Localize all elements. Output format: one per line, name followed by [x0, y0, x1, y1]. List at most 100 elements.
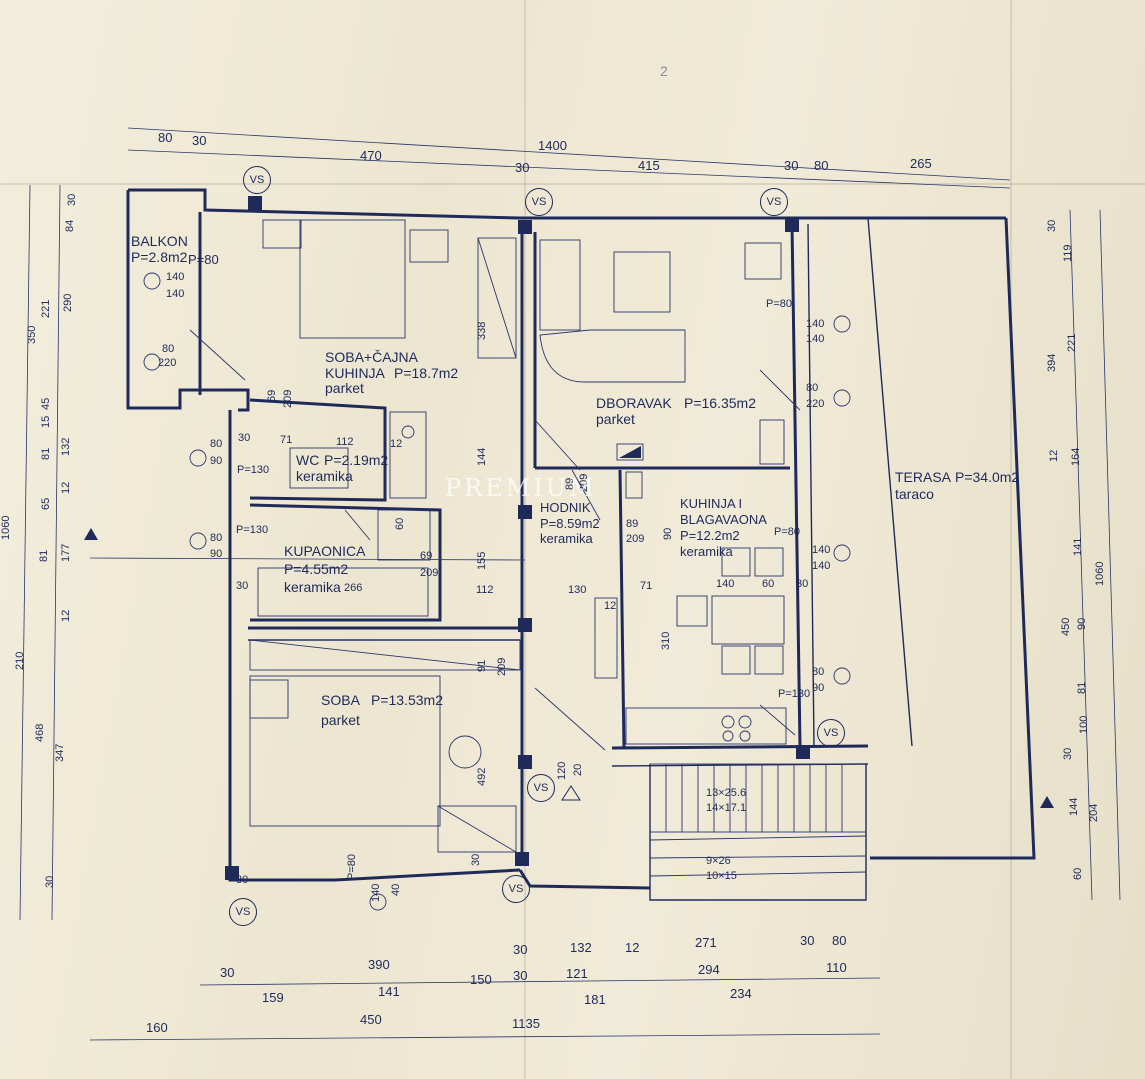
window-symbol — [833, 544, 851, 562]
dim-right: 100 — [1078, 715, 1090, 734]
sink-bowl — [401, 425, 415, 439]
nightstand-soba — [249, 679, 289, 719]
opening-label: 120 — [556, 761, 568, 780]
dim-top: 80 — [158, 130, 173, 145]
room-name-balkon: BALKON — [131, 233, 188, 249]
dim-bottom: 121 — [566, 966, 588, 981]
opening-label: 71 — [280, 434, 293, 446]
opening-label: 209 — [420, 567, 439, 579]
room-area-hodnik: P=8.59m2 — [540, 516, 600, 531]
room-name2-kuhinja: BLAGAVAONA — [680, 512, 767, 527]
door-swing — [534, 687, 606, 751]
window-symbol — [189, 449, 207, 467]
dim-top: 415 — [638, 158, 660, 173]
opening-label: 90 — [210, 455, 223, 467]
dim-right: 164 — [1070, 447, 1082, 466]
desk-diag — [437, 805, 517, 853]
dim-left: 347 — [54, 743, 66, 762]
dim-left: 45 — [40, 397, 52, 410]
opening-label: 140 — [806, 333, 825, 345]
opening-label: 144 — [476, 447, 488, 466]
opening-label: 80 — [812, 666, 825, 678]
room-area-soba: P=13.53m2 — [371, 692, 443, 708]
dim-left: 12 — [60, 481, 72, 494]
chair — [721, 645, 751, 675]
opening-label: 140 — [812, 560, 831, 572]
door-swing — [759, 704, 796, 736]
room-area-wc: P=2.19m2 — [324, 452, 389, 468]
room-name-kupaonica: KUPAONICA — [284, 543, 366, 559]
dim-left: 81 — [38, 549, 50, 562]
opening-label: 80 — [210, 438, 223, 450]
dim-right: 221 — [1066, 333, 1078, 352]
opening-label: 140 — [806, 318, 825, 330]
room-area-soba-cajna: P=18.7m2 — [394, 365, 459, 381]
room-name-terasa: TERASA — [895, 469, 952, 485]
opening-label: 90 — [210, 548, 223, 560]
opening-label: 20 — [572, 763, 584, 776]
door-swing — [534, 419, 581, 471]
dim-bottom: 30 — [220, 965, 235, 980]
entry-arrow — [561, 785, 581, 801]
opening-label: 209 — [282, 389, 294, 408]
opening-label: 69 — [266, 389, 278, 402]
dim-left: 177 — [60, 543, 72, 562]
opening-label: 112 — [336, 436, 354, 448]
dim-bottom: 390 — [368, 957, 390, 972]
chair — [754, 547, 784, 577]
opening-label: P=130 — [236, 524, 269, 536]
fixture — [616, 443, 644, 461]
dim-right: 1060 — [1094, 561, 1106, 586]
nightstand — [409, 229, 449, 263]
opening-label: 80 — [162, 343, 175, 355]
room-area-dnevni: P=16.35m2 — [684, 395, 756, 411]
stove-burner — [722, 730, 734, 742]
opening-label: P=130 — [237, 464, 270, 476]
opening-label: 60 — [762, 578, 775, 590]
opening-label: P=130 — [778, 688, 811, 700]
dim-line-top-2 — [127, 149, 1011, 189]
desk-soba — [437, 805, 517, 853]
room-name-kuhinja: KUHINJA I — [680, 496, 743, 511]
opening-label: 12 — [390, 438, 403, 450]
column — [518, 505, 532, 519]
window-symbol — [143, 353, 161, 371]
dim-bottom: 294 — [698, 962, 720, 977]
wall-top-left — [128, 188, 521, 220]
opening-label: 12 — [604, 600, 617, 612]
stairs-frame — [649, 764, 867, 901]
sofa-left — [539, 239, 581, 331]
opening-label: 140 — [166, 288, 185, 300]
opening-label: 71 — [640, 580, 653, 592]
wall-terasa-edge — [870, 217, 1036, 860]
chair — [754, 645, 784, 675]
dim-bottom: 141 — [378, 984, 400, 999]
dim-bottom: 1135 — [512, 1016, 540, 1031]
door-swing — [189, 329, 246, 381]
opening-label: 30 — [236, 580, 249, 592]
wall-kuhinja-bottom — [611, 744, 869, 750]
column — [518, 618, 532, 632]
paper-fold-right — [1010, 0, 1012, 1079]
room-name2-soba-cajna: KUHINJA — [325, 365, 385, 381]
dim-left: 84 — [64, 219, 76, 232]
room-floor-wc: keramika — [296, 468, 353, 484]
dim-right: 144 — [1068, 797, 1080, 816]
room-name-wc: WC — [296, 452, 320, 468]
vs-marker: VS — [502, 875, 530, 903]
dim-bottom: 80 — [832, 933, 847, 948]
vs-marker: VS — [525, 188, 553, 216]
opening-label: 60 — [394, 517, 406, 530]
dim-bottom: 110 — [826, 960, 847, 975]
wall-kuhinja-left — [618, 469, 626, 749]
opening-label: 40 — [390, 883, 402, 896]
opening-label: 209 — [496, 657, 508, 676]
wall-bottom-left — [334, 868, 521, 882]
dim-left: 132 — [60, 437, 72, 456]
dim-left: 221 — [40, 299, 52, 318]
dim-top: 80 — [814, 158, 829, 173]
column — [248, 196, 262, 210]
room-floor-kupaonica: keramika — [284, 579, 341, 595]
dim-left: 15 — [40, 415, 52, 428]
